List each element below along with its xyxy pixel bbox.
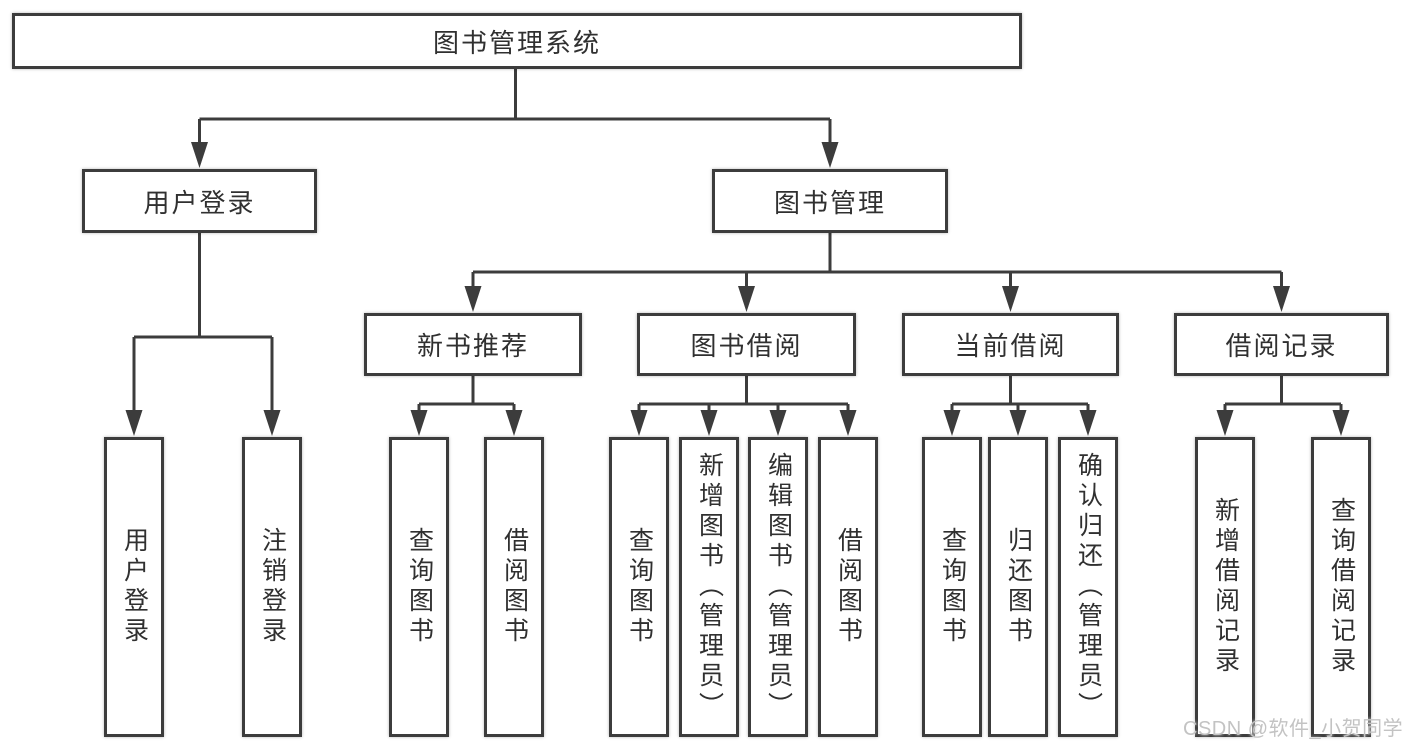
arrowhead-down (125, 410, 143, 436)
node-label: 借阅记录 (1225, 331, 1338, 361)
node-label: 用户登录 (120, 527, 149, 647)
arrowhead-down (1216, 410, 1234, 436)
node-label: 归还图书 (1004, 527, 1033, 647)
node-book-borrowing: 图书借阅 (637, 313, 856, 376)
arrowhead-down (410, 410, 428, 436)
connector-recommend-to-children (417, 376, 516, 418)
connector-borrowing-to-children (637, 376, 850, 418)
arrowhead-down (1079, 410, 1097, 436)
node-label: 查询借阅记录 (1327, 497, 1356, 677)
node-confirm-return-admin: 确认归还（管理员） (1058, 437, 1118, 737)
node-current-borrowing: 当前借阅 (902, 313, 1119, 376)
node-label: 借阅图书 (834, 527, 863, 647)
node-label: 图书管理系统 (432, 27, 601, 58)
connector-system-to-level2 (198, 68, 832, 150)
node-label: 查询图书 (405, 527, 434, 647)
node-query-books-recommend: 查询图书 (389, 437, 449, 737)
arrowhead-down (1009, 410, 1027, 436)
node-book-management: 图书管理 (712, 169, 948, 233)
arrowhead-down (1273, 286, 1290, 312)
node-new-book-recommend: 新书推荐 (364, 313, 582, 376)
node-add-borrow-record: 新增借阅记录 (1195, 437, 1255, 737)
node-label: 用户登录 (143, 187, 256, 218)
node-return-books: 归还图书 (988, 437, 1048, 737)
arrowhead-down (769, 410, 787, 436)
arrowhead-down (821, 142, 839, 168)
node-label: 图书借阅 (690, 331, 803, 361)
node-library-system: 图书管理系统 (12, 13, 1022, 69)
node-logout: 注销登录 (242, 437, 302, 737)
node-borrow-books-recommend: 借阅图书 (484, 437, 544, 737)
node-query-borrow-record: 查询借阅记录 (1311, 437, 1371, 737)
node-label: 注销登录 (258, 527, 287, 647)
node-label: 当前借阅 (954, 331, 1067, 361)
arrowhead-down (505, 410, 523, 436)
arrowhead-down (839, 410, 857, 436)
arrowhead-down (191, 142, 208, 168)
node-label: 新增借阅记录 (1211, 497, 1240, 677)
node-label: 确认归还（管理员） (1074, 452, 1103, 722)
arrowhead-down (263, 410, 281, 436)
csdn-watermark: CSDN @软件_小贺同学 (1183, 718, 1404, 740)
arrowhead-down (943, 410, 961, 436)
node-borrowing-records: 借阅记录 (1174, 313, 1389, 376)
node-user-login-leaf: 用户登录 (104, 437, 164, 737)
connector-book-management-to-level3 (471, 233, 1283, 294)
arrowhead-down (630, 410, 648, 436)
node-query-books-current: 查询图书 (922, 437, 982, 737)
arrowhead-down (1002, 286, 1019, 312)
node-label: 编辑图书（管理员） (764, 452, 793, 722)
connector-records-to-children (1223, 376, 1343, 418)
node-borrow-books-borrowing: 借阅图书 (818, 437, 878, 737)
arrowhead-down (1332, 410, 1350, 436)
node-add-books-admin: 新增图书（管理员） (679, 437, 739, 737)
node-query-books-borrowing: 查询图书 (609, 437, 669, 737)
node-label: 借阅图书 (500, 527, 529, 647)
node-edit-books-admin: 编辑图书（管理员） (748, 437, 808, 737)
node-label: 查询图书 (938, 527, 967, 647)
node-label: 图书管理 (773, 187, 886, 218)
node-label: 新书推荐 (416, 331, 529, 361)
node-user-login: 用户登录 (82, 169, 317, 233)
node-label: 查询图书 (625, 527, 654, 647)
connector-user-login-to-children (132, 233, 274, 418)
arrowhead-down (700, 410, 718, 436)
node-label: 新增图书（管理员） (695, 452, 724, 722)
arrowhead-down (738, 286, 755, 312)
arrowhead-down (464, 286, 482, 312)
